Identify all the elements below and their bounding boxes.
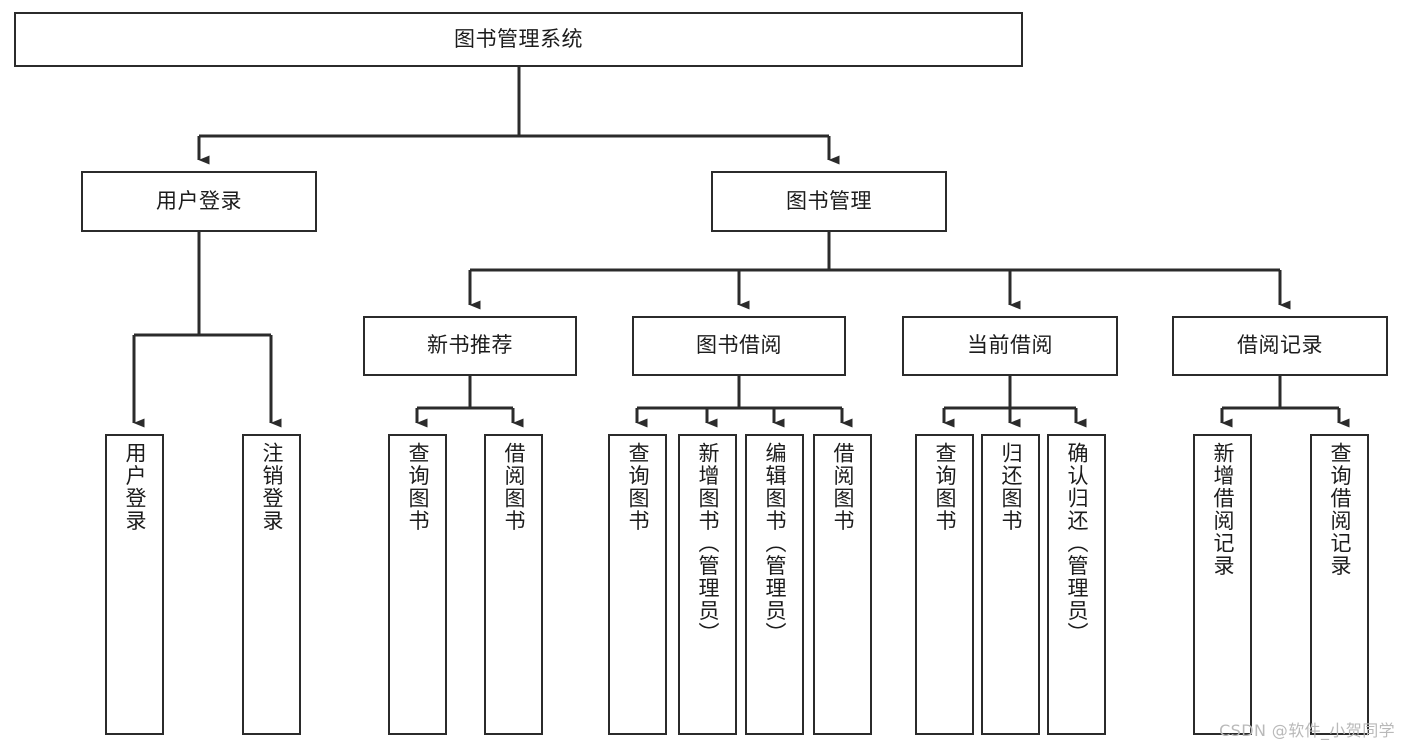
node-current-borrow-label: 当前借阅 bbox=[967, 333, 1053, 358]
node-new-book-recommend[interactable]: 新书推荐 bbox=[363, 316, 577, 376]
node-leaf-query-book-3[interactable]: 查询图书 bbox=[915, 434, 974, 735]
node-leaf-logout-label: 注销登录 bbox=[260, 442, 284, 532]
node-book-manage-label: 图书管理 bbox=[786, 188, 872, 213]
node-leaf-add-book[interactable]: 新增图书（管理员） bbox=[678, 434, 737, 735]
node-root-label: 图书管理系统 bbox=[454, 26, 583, 51]
node-book-borrow[interactable]: 图书借阅 bbox=[632, 316, 846, 376]
node-root[interactable]: 图书管理系统 bbox=[14, 12, 1023, 67]
node-leaf-query-book-1[interactable]: 查询图书 bbox=[388, 434, 447, 735]
node-leaf-query-book-2-label: 查询图书 bbox=[626, 442, 650, 532]
node-user-login-label: 用户登录 bbox=[156, 188, 242, 213]
node-leaf-borrow-book-1-label: 借阅图书 bbox=[502, 442, 526, 532]
node-leaf-borrow-book-2-label: 借阅图书 bbox=[831, 442, 855, 532]
node-leaf-borrow-book-2[interactable]: 借阅图书 bbox=[813, 434, 872, 735]
node-leaf-query-borrow-record[interactable]: 查询借阅记录 bbox=[1310, 434, 1369, 735]
node-leaf-add-borrow-record[interactable]: 新增借阅记录 bbox=[1193, 434, 1252, 735]
node-leaf-confirm-return-label: 确认归还（管理员） bbox=[1065, 442, 1089, 645]
node-current-borrow[interactable]: 当前借阅 bbox=[902, 316, 1118, 376]
node-leaf-user-login-label: 用户登录 bbox=[123, 442, 147, 532]
node-leaf-edit-book[interactable]: 编辑图书（管理员） bbox=[745, 434, 804, 735]
node-leaf-query-borrow-record-label: 查询借阅记录 bbox=[1328, 442, 1352, 577]
node-leaf-logout[interactable]: 注销登录 bbox=[242, 434, 301, 735]
node-leaf-query-book-2[interactable]: 查询图书 bbox=[608, 434, 667, 735]
node-borrow-record-label: 借阅记录 bbox=[1237, 333, 1323, 358]
node-new-book-recommend-label: 新书推荐 bbox=[427, 333, 513, 358]
node-leaf-add-borrow-record-label: 新增借阅记录 bbox=[1211, 442, 1235, 577]
node-book-borrow-label: 图书借阅 bbox=[696, 333, 782, 358]
watermark-text: CSDN @软件_小贺同学 bbox=[1219, 721, 1395, 740]
node-leaf-borrow-book-1[interactable]: 借阅图书 bbox=[484, 434, 543, 735]
node-borrow-record[interactable]: 借阅记录 bbox=[1172, 316, 1388, 376]
node-leaf-query-book-1-label: 查询图书 bbox=[406, 442, 430, 532]
node-leaf-confirm-return[interactable]: 确认归还（管理员） bbox=[1047, 434, 1106, 735]
node-leaf-edit-book-label: 编辑图书（管理员） bbox=[763, 442, 787, 645]
node-leaf-query-book-3-label: 查询图书 bbox=[933, 442, 957, 532]
node-book-manage[interactable]: 图书管理 bbox=[711, 171, 947, 232]
node-leaf-add-book-label: 新增图书（管理员） bbox=[696, 442, 720, 645]
node-leaf-return-book[interactable]: 归还图书 bbox=[981, 434, 1040, 735]
node-leaf-return-book-label: 归还图书 bbox=[999, 442, 1023, 532]
node-user-login[interactable]: 用户登录 bbox=[81, 171, 317, 232]
node-leaf-user-login[interactable]: 用户登录 bbox=[105, 434, 164, 735]
